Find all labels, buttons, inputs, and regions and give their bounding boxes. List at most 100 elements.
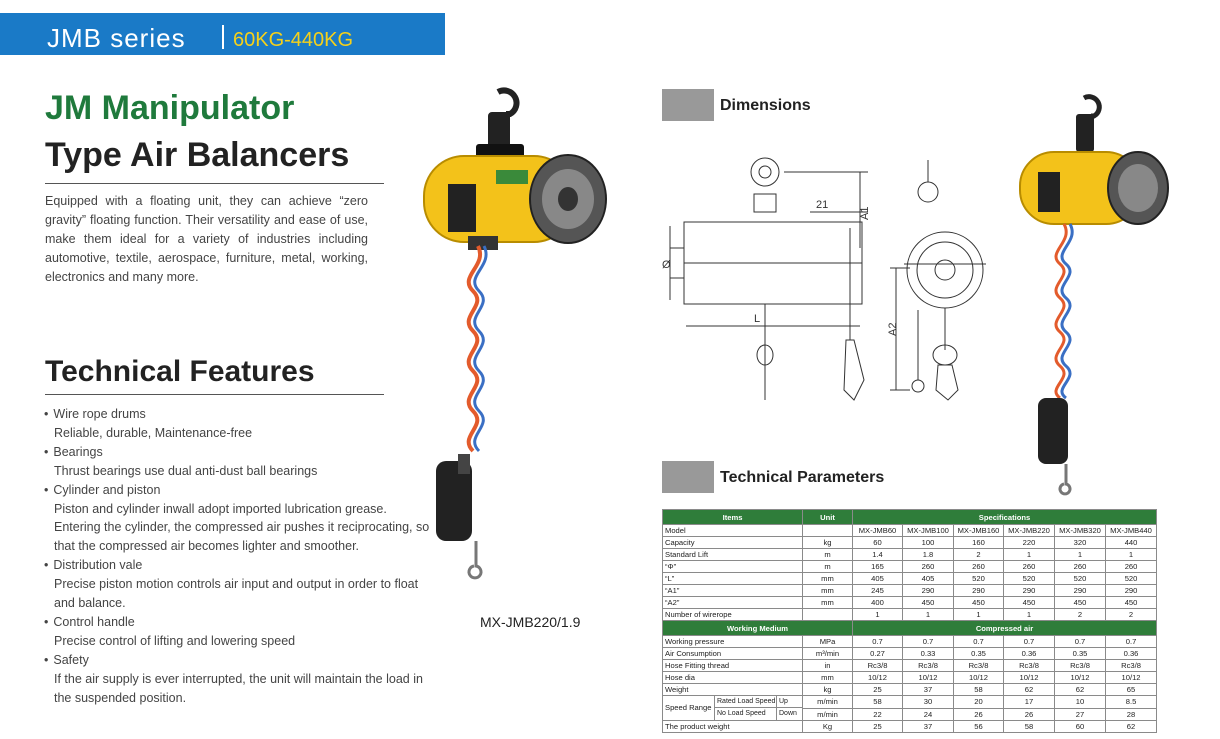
banner-divider xyxy=(222,25,224,49)
feature-heading: Wire rope drums xyxy=(44,407,146,421)
model-cell: MX-JMB320 xyxy=(1054,524,1106,537)
value-cell: 245 xyxy=(852,584,903,597)
row-unit: m/min xyxy=(802,695,853,709)
value-cell: 450 xyxy=(1003,596,1055,609)
value-cell: 100 xyxy=(902,536,954,549)
spec-table-body: Items Unit Specifications Model MX-JMB60… xyxy=(662,509,1158,733)
product-title-line1: JM Manipulator xyxy=(45,89,295,127)
row-label: Capacity xyxy=(662,536,803,549)
value-cell: 62 xyxy=(1104,720,1158,733)
value-cell: 26 xyxy=(1003,707,1055,721)
value-cell: 0.7 xyxy=(902,635,954,648)
features-rule xyxy=(45,394,384,395)
value-cell: 27 xyxy=(1054,707,1106,721)
value-cell: 0.33 xyxy=(902,647,954,660)
value-cell: 25 xyxy=(852,720,903,733)
row-unit xyxy=(802,524,853,537)
value-cell: 10/12 xyxy=(902,671,954,684)
params-title: Technical Parameters xyxy=(720,469,885,486)
value-cell: 290 xyxy=(1104,584,1158,597)
value-cell: 2 xyxy=(1054,608,1106,621)
row-unit: MPa xyxy=(802,635,853,648)
value-cell: Rc3/8 xyxy=(953,659,1004,672)
value-cell: 450 xyxy=(953,596,1004,609)
value-cell: Rc3/8 xyxy=(852,659,903,672)
value-cell: 1 xyxy=(1003,548,1055,561)
value-cell: 220 xyxy=(1003,536,1055,549)
value-cell: 1 xyxy=(1003,608,1055,621)
value-cell: 10/12 xyxy=(1054,671,1106,684)
value-cell: 290 xyxy=(953,584,1004,597)
noload-speed-label: No Load Speed xyxy=(715,708,777,720)
params-marker xyxy=(662,461,714,493)
model-cell: MX-JMB160 xyxy=(953,524,1004,537)
value-cell: 0.7 xyxy=(953,635,1004,648)
row-label: Standard Lift xyxy=(662,548,803,561)
value-cell: 520 xyxy=(1003,572,1055,585)
dimensions-drawing: 21 A1 A2 Ø L xyxy=(662,157,986,401)
header-unit: Unit xyxy=(802,509,853,525)
value-cell: 405 xyxy=(852,572,903,585)
value-cell: 0.7 xyxy=(1003,635,1055,648)
rated-speed-dir: Up xyxy=(779,698,788,705)
dim-l-label: L xyxy=(754,313,760,325)
row-unit: Kg xyxy=(802,720,853,733)
value-cell: 0.7 xyxy=(1104,635,1158,648)
value-cell: 260 xyxy=(953,560,1004,573)
feature-desc: Thrust bearings use dual anti-dust ball … xyxy=(54,463,318,478)
value-cell: Rc3/8 xyxy=(1003,659,1055,672)
feature-desc: Piston and cylinder inwall adopt importe… xyxy=(54,501,430,554)
value-cell: 440 xyxy=(1104,536,1158,549)
row-label: “A1” xyxy=(662,584,803,597)
value-cell: 1 xyxy=(953,608,1004,621)
feature-heading: Cylinder and piston xyxy=(44,483,160,497)
value-cell: 10/12 xyxy=(1003,671,1055,684)
value-cell: 26 xyxy=(953,707,1004,721)
value-cell: 520 xyxy=(1054,572,1106,585)
value-cell: 260 xyxy=(902,560,954,573)
feature-desc: Precise control of lifting and lowering … xyxy=(54,633,296,648)
value-cell: 30 xyxy=(902,695,954,709)
value-cell: 1 xyxy=(1054,548,1106,561)
model-cell: MX-JMB220 xyxy=(1003,524,1055,537)
row-label: The product weight xyxy=(662,720,803,733)
value-cell: 0.7 xyxy=(852,635,903,648)
value-cell: Rc3/8 xyxy=(1104,659,1158,672)
row-label: Working pressure xyxy=(662,635,803,648)
value-cell: 2 xyxy=(1104,608,1158,621)
medium-label: Working Medium xyxy=(662,620,853,636)
value-cell: 290 xyxy=(1054,584,1106,597)
value-cell: 320 xyxy=(1054,536,1106,549)
value-cell: 22 xyxy=(852,707,903,721)
row-unit: kg xyxy=(802,683,853,696)
value-cell: 58 xyxy=(1003,720,1055,733)
spec-table: Items Unit Specifications Model MX-JMB60… xyxy=(662,509,1158,733)
row-unit: mm xyxy=(802,671,853,684)
feature-heading: Bearings xyxy=(44,445,103,459)
row-unit: m³/min xyxy=(802,647,853,660)
noload-speed-dir: Down xyxy=(779,710,797,717)
row-unit: m xyxy=(802,548,853,561)
value-cell: 260 xyxy=(1054,560,1106,573)
value-cell: 0.35 xyxy=(953,647,1004,660)
value-cell: 1 xyxy=(902,608,954,621)
model-cell: MX-JMB60 xyxy=(852,524,903,537)
table-header-row: Items Unit Specifications xyxy=(662,509,1158,525)
value-cell: 10 xyxy=(1054,695,1106,709)
model-cell: MX-JMB440 xyxy=(1104,524,1158,537)
value-cell: 0.36 xyxy=(1003,647,1055,660)
